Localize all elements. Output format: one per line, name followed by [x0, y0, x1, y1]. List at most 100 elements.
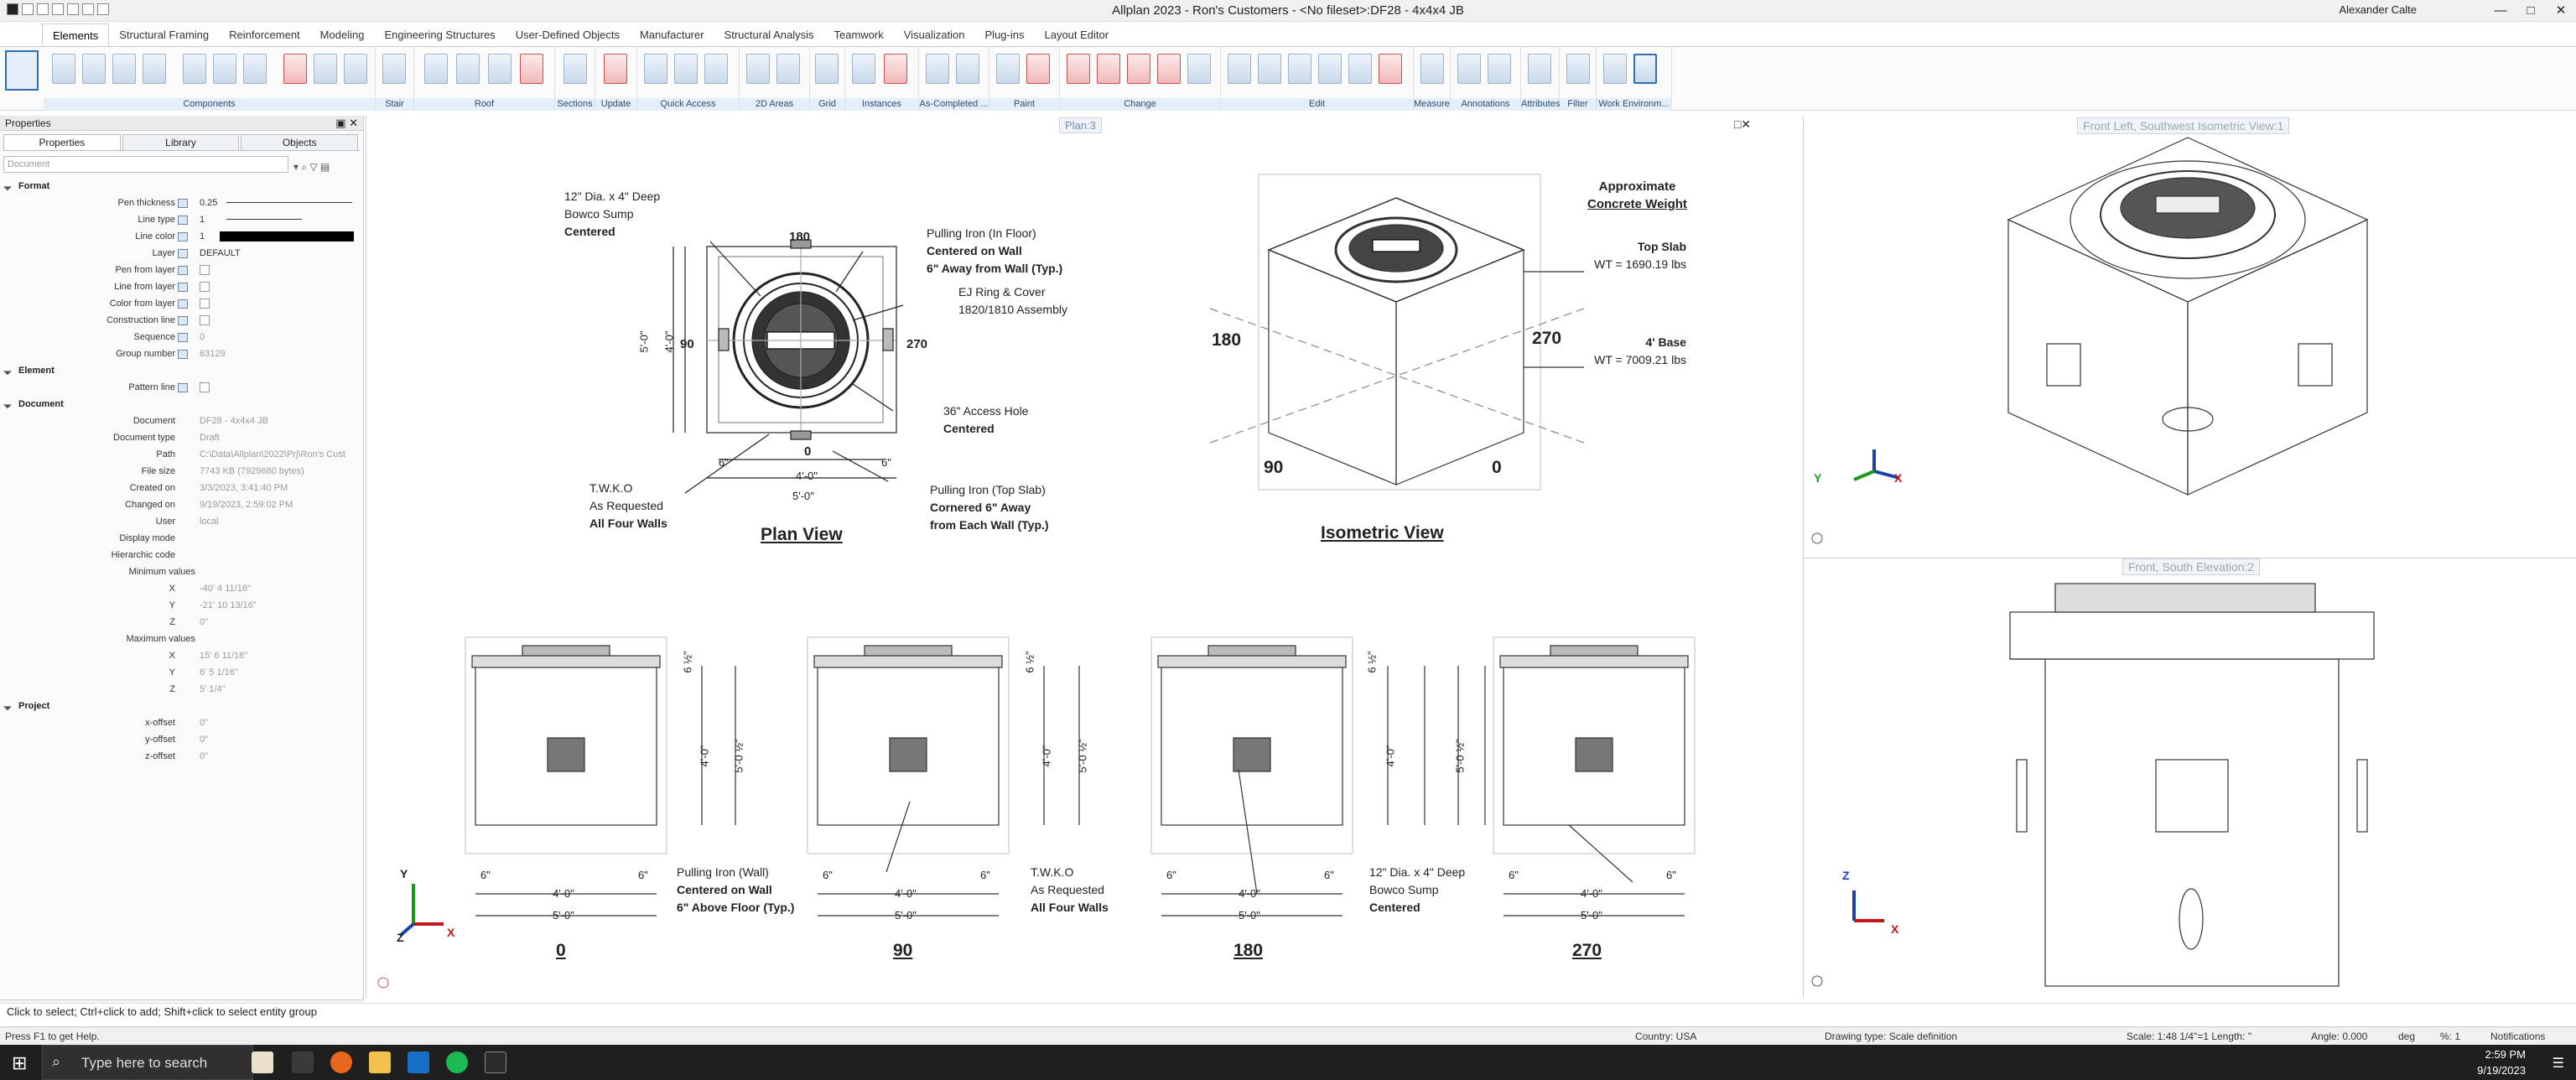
- plan-viewport[interactable]: Plan:3 □✕: [366, 116, 1761, 998]
- file-explorer-icon[interactable]: [369, 1051, 391, 1073]
- status-notifications[interactable]: Notifications: [2490, 1031, 2546, 1042]
- property-row[interactable]: Pen from layer: [0, 262, 363, 278]
- save-icon[interactable]: [52, 3, 64, 15]
- property-row[interactable]: Color from layer: [0, 295, 363, 312]
- new-icon[interactable]: [22, 3, 34, 15]
- line-button[interactable]: [644, 54, 667, 84]
- dormer-button[interactable]: [488, 54, 512, 84]
- mirror-button[interactable]: [1318, 54, 1342, 84]
- tab-teamwork[interactable]: Teamwork: [834, 29, 884, 41]
- close-button[interactable]: ✕: [2555, 3, 2567, 18]
- column-button[interactable]: [112, 54, 136, 84]
- tab-engineering-structures[interactable]: Engineering Structures: [384, 29, 496, 41]
- format-painter-button[interactable]: [996, 54, 1020, 84]
- property-row[interactable]: X-40' 4 11/16": [0, 580, 363, 597]
- firefox-icon[interactable]: [330, 1051, 352, 1073]
- attributes-button[interactable]: [1528, 54, 1551, 84]
- change-4-button[interactable]: [1157, 54, 1181, 84]
- tab-visualization[interactable]: Visualization: [903, 29, 965, 41]
- windows-start-icon[interactable]: ⊞: [12, 1052, 28, 1073]
- opening-button[interactable]: [183, 54, 206, 84]
- tab-structural-framing[interactable]: Structural Framing: [119, 29, 210, 41]
- text-button[interactable]: [674, 54, 698, 84]
- roof-plane-button[interactable]: [456, 54, 480, 84]
- measure-button[interactable]: [1420, 54, 1444, 84]
- hatching-button[interactable]: [746, 54, 770, 84]
- property-row[interactable]: Construction line: [0, 312, 363, 329]
- update-button[interactable]: [604, 54, 627, 84]
- property-row[interactable]: Line from layer: [0, 278, 363, 295]
- tab-plug-ins[interactable]: Plug-ins: [984, 29, 1025, 41]
- label-button[interactable]: [1488, 54, 1511, 84]
- notification-center-icon[interactable]: ☰: [2552, 1057, 2564, 1071]
- property-checkbox[interactable]: [200, 265, 210, 275]
- property-checkbox[interactable]: [200, 382, 210, 392]
- work-env-1-button[interactable]: [1603, 54, 1627, 84]
- tab-objects[interactable]: Objects: [241, 134, 359, 150]
- rotate-button[interactable]: [1288, 54, 1311, 84]
- change-3-button[interactable]: [1127, 54, 1150, 84]
- filter-button[interactable]: [1566, 54, 1590, 84]
- print-icon[interactable]: [97, 3, 109, 15]
- tab-reinforcement[interactable]: Reinforcement: [229, 29, 300, 41]
- property-row[interactable]: Pattern line: [0, 379, 363, 396]
- properties-selector[interactable]: Document: [3, 156, 288, 173]
- as-completed-2-button[interactable]: [956, 54, 979, 84]
- paint-button[interactable]: [1026, 54, 1050, 84]
- property-row[interactable]: Hierarchic code: [0, 547, 363, 563]
- slab-button[interactable]: [82, 54, 106, 84]
- instance-button[interactable]: [852, 54, 875, 84]
- copy-button[interactable]: [1228, 54, 1251, 84]
- viewport-controls-icon[interactable]: □✕: [1733, 117, 1751, 131]
- elev-viewport-label[interactable]: Front, South Elevation:2: [2122, 558, 2261, 575]
- section-format[interactable]: Format: [0, 178, 363, 195]
- modify-button[interactable]: [283, 54, 307, 84]
- property-row[interactable]: Y-21' 10 13/16": [0, 597, 363, 614]
- task-view-icon[interactable]: [292, 1051, 314, 1073]
- undo-icon[interactable]: [67, 3, 79, 15]
- change-1-button[interactable]: [1067, 54, 1090, 84]
- tab-user-defined-objects[interactable]: User-Defined Objects: [515, 29, 620, 41]
- dimension-button[interactable]: [704, 54, 728, 84]
- filter-icons[interactable]: ▾ ⌕ ▽ ▤: [293, 161, 330, 173]
- as-completed-button[interactable]: [926, 54, 949, 84]
- property-checkbox[interactable]: [200, 299, 210, 309]
- status-scale[interactable]: Scale: 1:48 1/4"=1 Length: ": [2127, 1031, 2251, 1042]
- move-button[interactable]: [1258, 54, 1281, 84]
- property-checkbox[interactable]: [200, 282, 210, 292]
- abc-text-button[interactable]: [1457, 54, 1481, 84]
- grid-button[interactable]: [243, 54, 267, 84]
- stretch-button[interactable]: [1348, 54, 1372, 84]
- beam-button[interactable]: [314, 54, 337, 84]
- status-percent[interactable]: %: 1: [2440, 1031, 2461, 1042]
- work-env-2-button[interactable]: [1633, 54, 1657, 84]
- elements-big-icon[interactable]: [5, 50, 39, 91]
- app-icon[interactable]: [7, 3, 18, 15]
- status-drawing-type[interactable]: Drawing type: Scale definition: [1825, 1031, 1958, 1042]
- color-swatch[interactable]: [220, 231, 354, 241]
- tools-button[interactable]: [344, 54, 367, 84]
- property-checkbox[interactable]: [200, 315, 210, 325]
- wall-button[interactable]: [52, 54, 75, 84]
- section-project[interactable]: Project: [0, 698, 363, 714]
- redo-icon[interactable]: [82, 3, 94, 15]
- status-unit[interactable]: deg: [2398, 1031, 2416, 1042]
- allplan-taskbar-icon[interactable]: [485, 1051, 506, 1073]
